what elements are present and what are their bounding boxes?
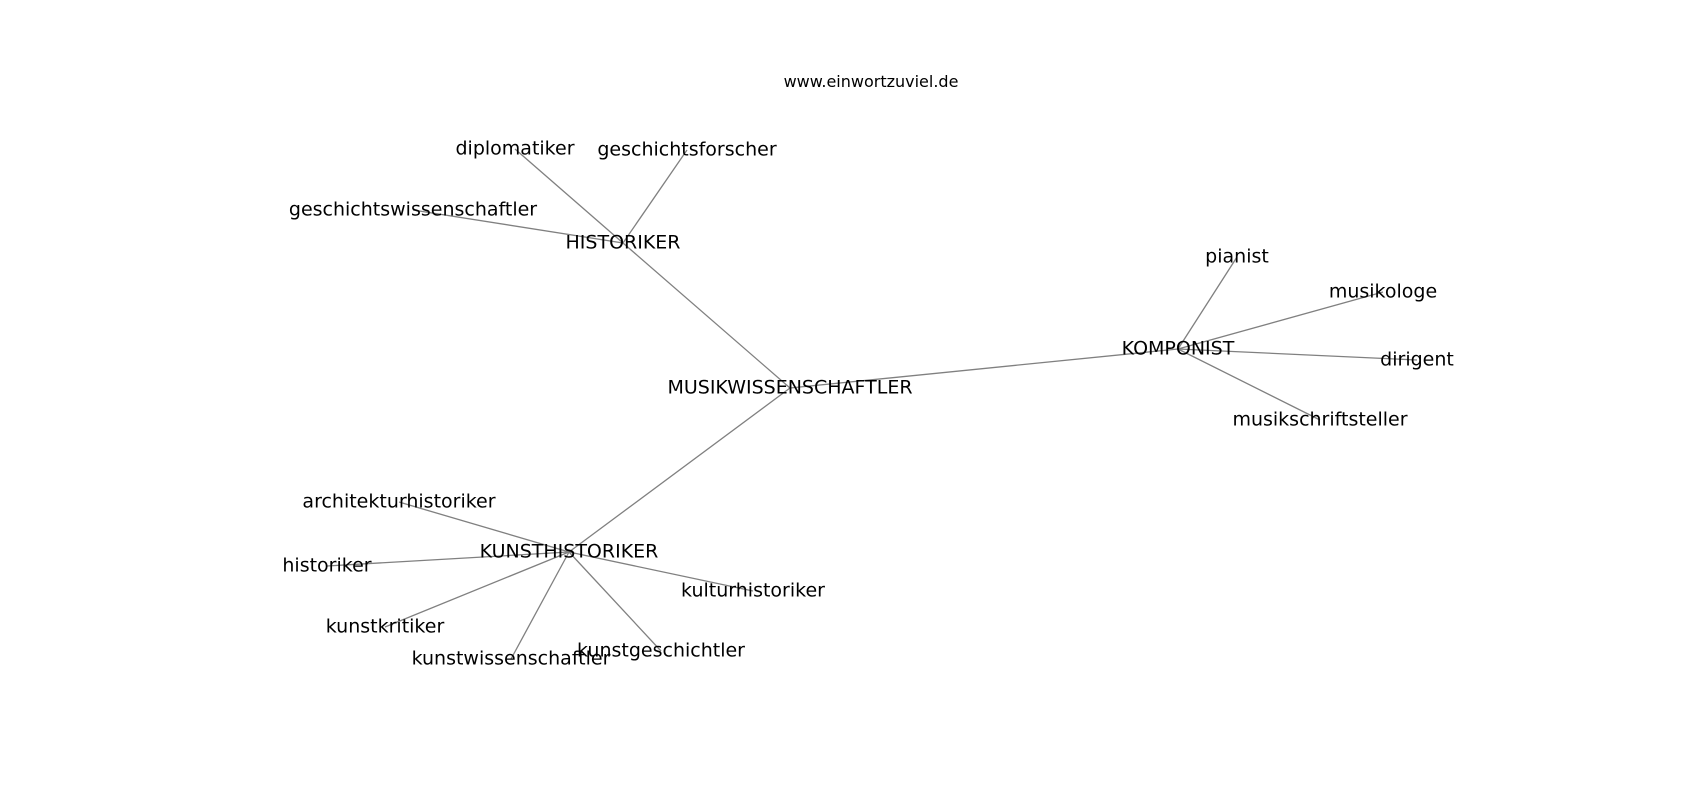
node-historiker: historiker [282,554,372,577]
edge-center-to-hub-1 [789,348,1179,389]
edge-hub-0-to-child-0 [514,148,624,244]
edge-center-to-hub-0 [622,242,791,389]
node-kunstgeschichtler: kunstgeschichtler [577,639,745,662]
node-kunstkritiker: kunstkritiker [325,615,445,638]
node-kunstwissenschaftler: kunstwissenschaftler [411,647,611,670]
edge-hub-1-to-child-3 [1177,348,1321,421]
edge-hub-2-to-child-1 [326,551,570,567]
node-kulturhistoriker: kulturhistoriker [681,579,825,602]
edge-hub-2-to-child-4 [568,551,662,652]
node-hub-historiker: HISTORIKER [565,231,681,254]
edge-hub-2-to-child-3 [510,551,570,660]
node-musikschriftsteller: musikschriftsteller [1232,408,1408,431]
node-center: MUSIKWISSENSCHAFTLER [667,376,913,399]
edge-hub-2-to-child-2 [384,551,570,628]
edge-hub-1-to-child-0 [1177,256,1238,350]
node-hub-komponist: KOMPONIST [1121,337,1235,360]
node-hub-kunsthistoriker: KUNSTHISTORIKER [479,540,659,563]
edge-hub-1-to-child-2 [1177,348,1418,361]
edge-hub-0-to-child-1 [622,149,688,244]
node-architekturhistoriker: architekturhistoriker [302,490,496,513]
node-musikologe: musikologe [1328,280,1438,303]
node-dirigent: dirigent [1380,348,1454,371]
graph-title: www.einwortzuviel.de [783,72,959,91]
edge-center-to-hub-2 [568,387,791,553]
edge-hub-2-to-child-5 [568,551,754,592]
edge-hub-0-to-child-2 [412,209,624,244]
node-pianist: pianist [1205,245,1269,268]
node-diplomatiker: diplomatiker [455,137,575,160]
node-geschichtswissenschaftler: geschichtswissenschaftler [288,198,538,221]
node-geschichtsforscher: geschichtsforscher [597,138,777,161]
edge-hub-1-to-child-1 [1177,291,1384,350]
edge-hub-2-to-child-0 [398,501,570,553]
